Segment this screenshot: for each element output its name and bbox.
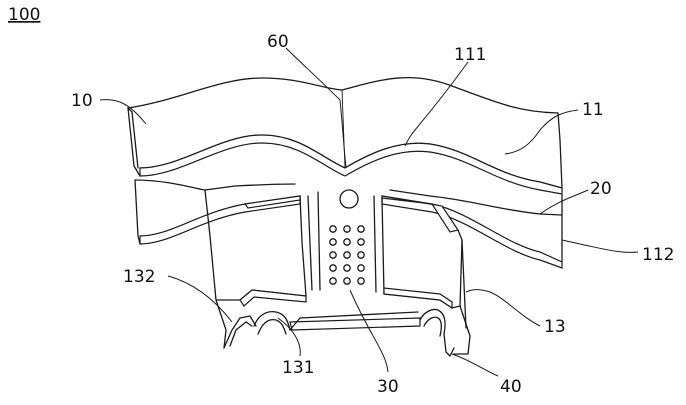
- label-111: 111: [454, 45, 486, 65]
- label-30: 30: [377, 377, 399, 397]
- label-10: 10: [71, 91, 93, 111]
- label-132: 132: [123, 267, 155, 287]
- upper-panel: [127, 76, 563, 195]
- figure-number: 100: [8, 5, 40, 25]
- label-11: 11: [582, 100, 604, 120]
- channel-structure: [204, 189, 471, 357]
- label-40: 40: [500, 377, 522, 397]
- hole-60: [339, 189, 359, 209]
- label-60: 60: [267, 32, 289, 52]
- reference-labels: 10 60 111 11 20 112 132 13 131 30 40: [71, 32, 674, 397]
- label-112: 112: [642, 245, 674, 265]
- label-13: 13: [544, 317, 566, 337]
- perforation-grid: [329, 225, 365, 285]
- leader-lines: [99, 47, 639, 377]
- label-131: 131: [282, 358, 314, 378]
- lower-panel: [134, 179, 563, 269]
- label-20: 20: [590, 179, 612, 199]
